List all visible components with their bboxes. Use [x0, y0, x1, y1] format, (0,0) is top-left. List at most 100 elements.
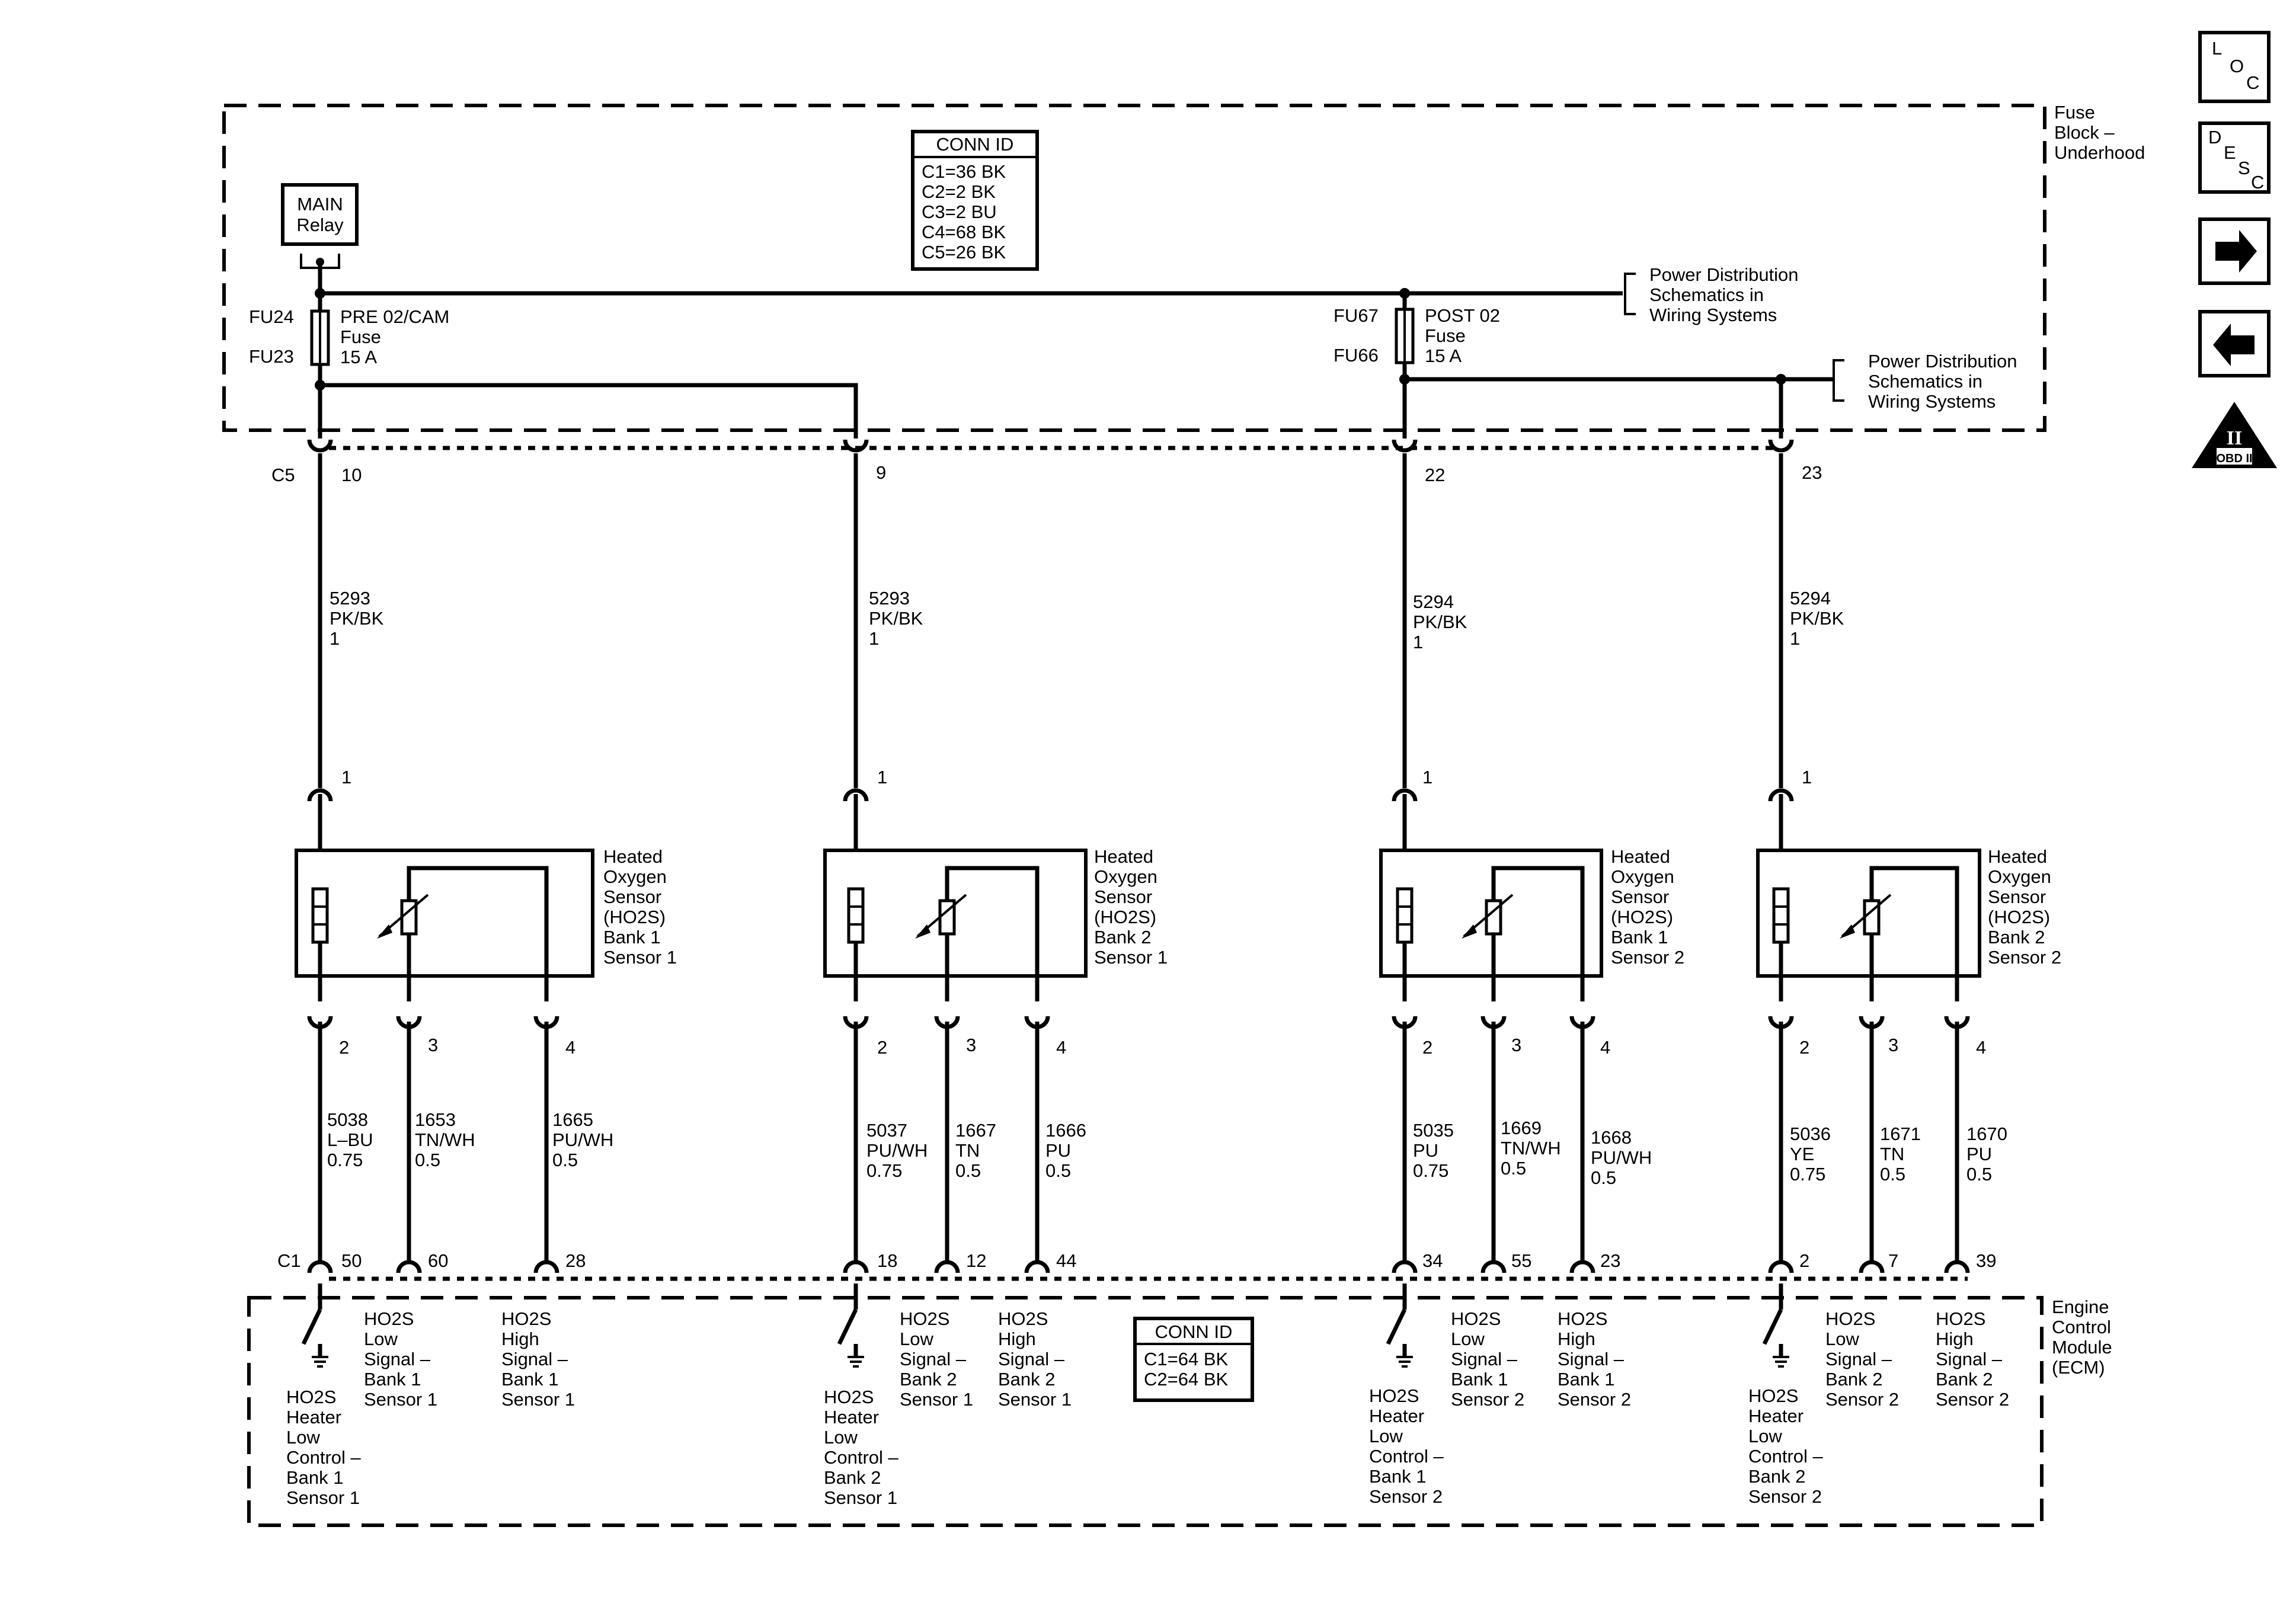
connector-c1-label: C1: [277, 1250, 301, 1271]
conn-id-row: C4=68 BK: [922, 222, 1006, 242]
label-line: Heater: [824, 1407, 879, 1427]
loc-letter: O: [2230, 56, 2244, 76]
label-line: Sensor 2: [1825, 1389, 1899, 1410]
pin-number: 9: [876, 462, 886, 483]
pin-number: 4: [1056, 1037, 1066, 1058]
desc-letter: D: [2208, 127, 2221, 148]
obd-ii-button[interactable]: II OBD II: [2192, 402, 2277, 468]
pin-number: 1: [1802, 767, 1812, 788]
wire-size: 0.5: [1880, 1164, 1905, 1185]
power-ref-line: Power Distribution: [1649, 264, 1799, 285]
fuse-block-conn-id: CONN ID C1=36 BK C2=2 BK C3=2 BU C4=68 B…: [911, 130, 1039, 271]
label-line: Bank 2: [1748, 1466, 1806, 1487]
power-ref-line: Wiring Systems: [1649, 305, 1777, 325]
fuse-block-label-line: Block –: [2054, 122, 2115, 143]
main-relay-box: [281, 183, 359, 246]
wire-circuit: 5037: [866, 1120, 907, 1141]
fuse-block-boundary: [222, 104, 2046, 432]
wire-size: 0.5: [955, 1160, 981, 1181]
wire-size: 0.75: [866, 1160, 902, 1181]
label-line: Bank 2: [1936, 1369, 1993, 1390]
ecm-label-high-signal: HO2S High Signal – Bank 2 Sensor 1: [998, 1308, 1072, 1410]
label-line: Signal –: [501, 1349, 568, 1369]
prev-button[interactable]: [2198, 310, 2271, 377]
sensor-label: Sensor 1: [603, 947, 677, 968]
pin-number: 23: [1802, 462, 1822, 483]
next-button[interactable]: [2198, 217, 2271, 285]
wire-circuit: 1666: [1045, 1120, 1086, 1141]
fuse-id-top: FU24: [249, 306, 294, 327]
pin-number: 34: [1422, 1250, 1443, 1271]
wire-color: PK/BK: [1413, 612, 1467, 632]
pin-number: 2: [339, 1037, 349, 1058]
conn-id-box: [911, 130, 1039, 271]
sensor-label: Oxygen: [1611, 866, 1674, 887]
label-line: Low: [1451, 1329, 1485, 1349]
label-line: HO2S: [1558, 1308, 1607, 1329]
pin-number: 1: [341, 767, 351, 788]
wire-circuit: 1670: [1966, 1124, 2007, 1144]
wire-color: PK/BK: [330, 608, 384, 629]
pin-number: 2: [1799, 1250, 1809, 1271]
low-side-driver-switch-icon: [301, 1283, 328, 1368]
c5-pin-9: 9: [843, 439, 886, 483]
obd-roman: II: [2227, 427, 2242, 449]
arrow-left-icon: [2213, 324, 2255, 366]
conn-id-row: C2=2 BK: [922, 181, 996, 202]
wire-color: PU: [1045, 1140, 1071, 1161]
sensor-label: Heated: [1094, 846, 1153, 867]
sensor-label: Heated: [1988, 846, 2047, 867]
label-line: Signal –: [364, 1349, 431, 1369]
obd-ii-triangle-icon: [2192, 402, 2277, 468]
label-line: Signal –: [1825, 1349, 1892, 1369]
conn-id-row: C5=26 BK: [922, 242, 1006, 263]
fuse-label: POST 02: [1425, 305, 1500, 326]
label-line: High: [501, 1329, 539, 1349]
label-line: High: [998, 1329, 1036, 1349]
label-line: HO2S: [1451, 1308, 1501, 1329]
feed-wire-label: 5293 PK/BK 1: [869, 588, 923, 649]
label-line: Control –: [1748, 1446, 1824, 1467]
label-line: Sensor 1: [501, 1389, 575, 1410]
ecm-label-high-signal: HO2S High Signal – Bank 2 Sensor 2: [1936, 1308, 2009, 1410]
label-line: Sensor 2: [1369, 1486, 1443, 1507]
fuse-block: Fuse Block – Underhood CONN ID C1=36 BK …: [222, 102, 2145, 485]
sensor-label: Sensor: [1988, 886, 2046, 907]
connector-c5-label: C5: [271, 465, 295, 485]
low-side-driver-switch-icon: [837, 1283, 864, 1368]
label-line: Bank 2: [1825, 1369, 1883, 1390]
wire-color: TN: [955, 1140, 980, 1161]
wire-size: 0.75: [1790, 1164, 1825, 1185]
label-line: Sensor 2: [1748, 1486, 1822, 1507]
sensor-label: (HO2S): [1094, 907, 1156, 927]
label-line: Sensor 1: [900, 1389, 973, 1410]
main-relay: MAIN Relay: [281, 183, 359, 293]
conn-id-title: CONN ID: [936, 134, 1014, 155]
desc-button[interactable]: D E S C: [2198, 121, 2271, 194]
label-line: Control –: [1369, 1446, 1444, 1467]
loc-letter: L: [2212, 38, 2222, 59]
label-line: Signal –: [900, 1349, 967, 1369]
fuse-id-bottom: FU66: [1334, 345, 1379, 366]
fuse-id-bottom: FU23: [249, 346, 294, 367]
label-line: Signal –: [998, 1349, 1065, 1369]
label-line: Bank 1: [501, 1369, 559, 1390]
pin-number: 23: [1600, 1250, 1620, 1271]
wire-size: 0.75: [327, 1150, 363, 1170]
sensor-label: Sensor: [1611, 886, 1669, 907]
obd-text: OBD II: [2216, 452, 2252, 465]
desc-letter: S: [2238, 158, 2250, 178]
sensor-label: (HO2S): [1611, 907, 1673, 927]
pin-number: 55: [1511, 1250, 1531, 1271]
pin-number: 2: [877, 1037, 887, 1058]
label-line: High: [1936, 1329, 1974, 1349]
feed-wire-label: 5294 PK/BK 1: [1413, 591, 1467, 652]
label-line: HO2S: [286, 1387, 336, 1407]
fuse-pre-o2-cam: FU24 FU23 PRE 02/CAM Fuse 15 A: [249, 293, 449, 438]
label-line: Bank 2: [824, 1467, 881, 1488]
conn-id-row: C3=2 BU: [922, 201, 997, 222]
conn-id-row: C1=64 BK: [1144, 1349, 1229, 1369]
loc-button[interactable]: L O C: [2198, 31, 2271, 103]
sensor-label: Bank 1: [603, 927, 661, 948]
feed-wire-label: 5294 PK/BK 1: [1790, 588, 1844, 649]
